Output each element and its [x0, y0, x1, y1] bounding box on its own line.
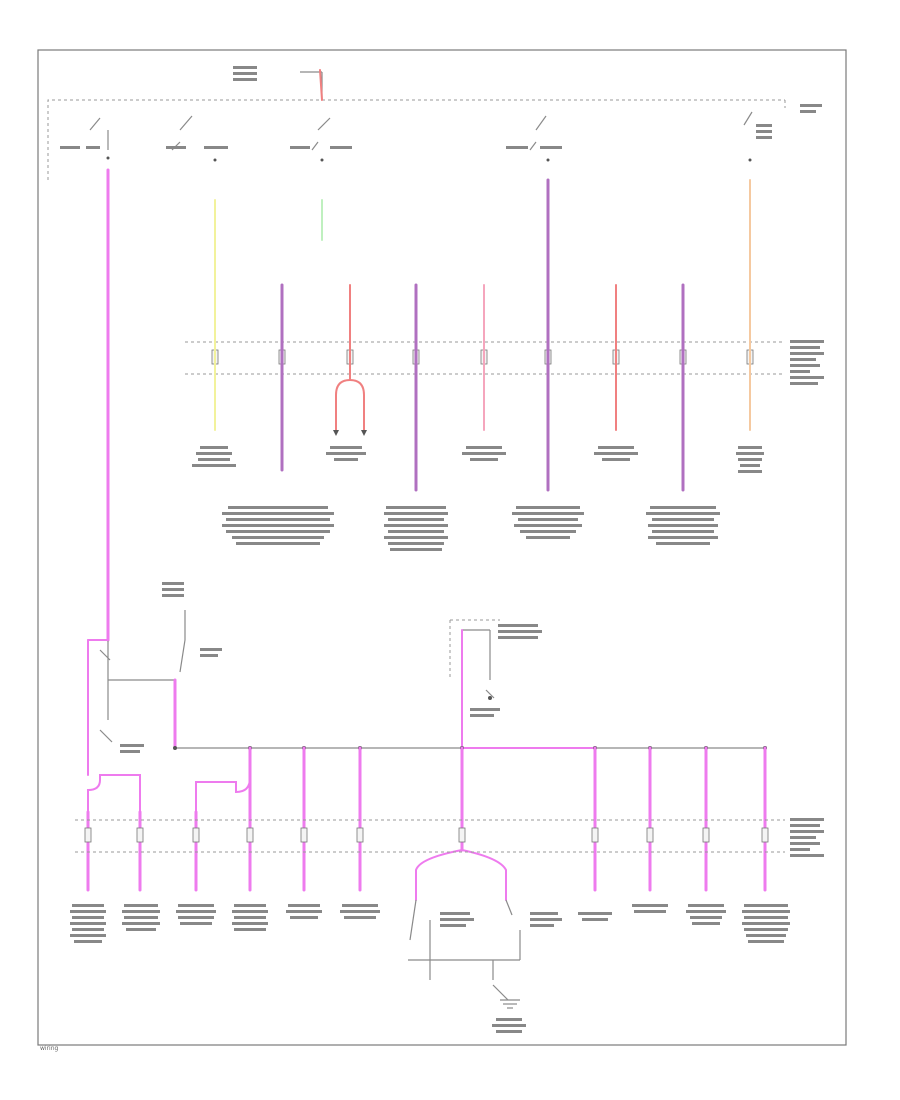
lower-feed-and-relay — [87, 582, 767, 776]
lower-branch-wires — [86, 746, 767, 901]
brake-switch-ground — [408, 899, 562, 1033]
upper-component-labels — [192, 446, 764, 551]
ignition-switch — [47, 66, 822, 180]
lower-fuse-block — [75, 818, 824, 857]
top-feed-wires — [106, 69, 751, 642]
upper-branch-wires — [214, 283, 751, 492]
corner-label: wiring — [40, 1045, 59, 1052]
diagram-frame — [37, 49, 847, 1046]
lower-component-labels — [70, 904, 790, 943]
